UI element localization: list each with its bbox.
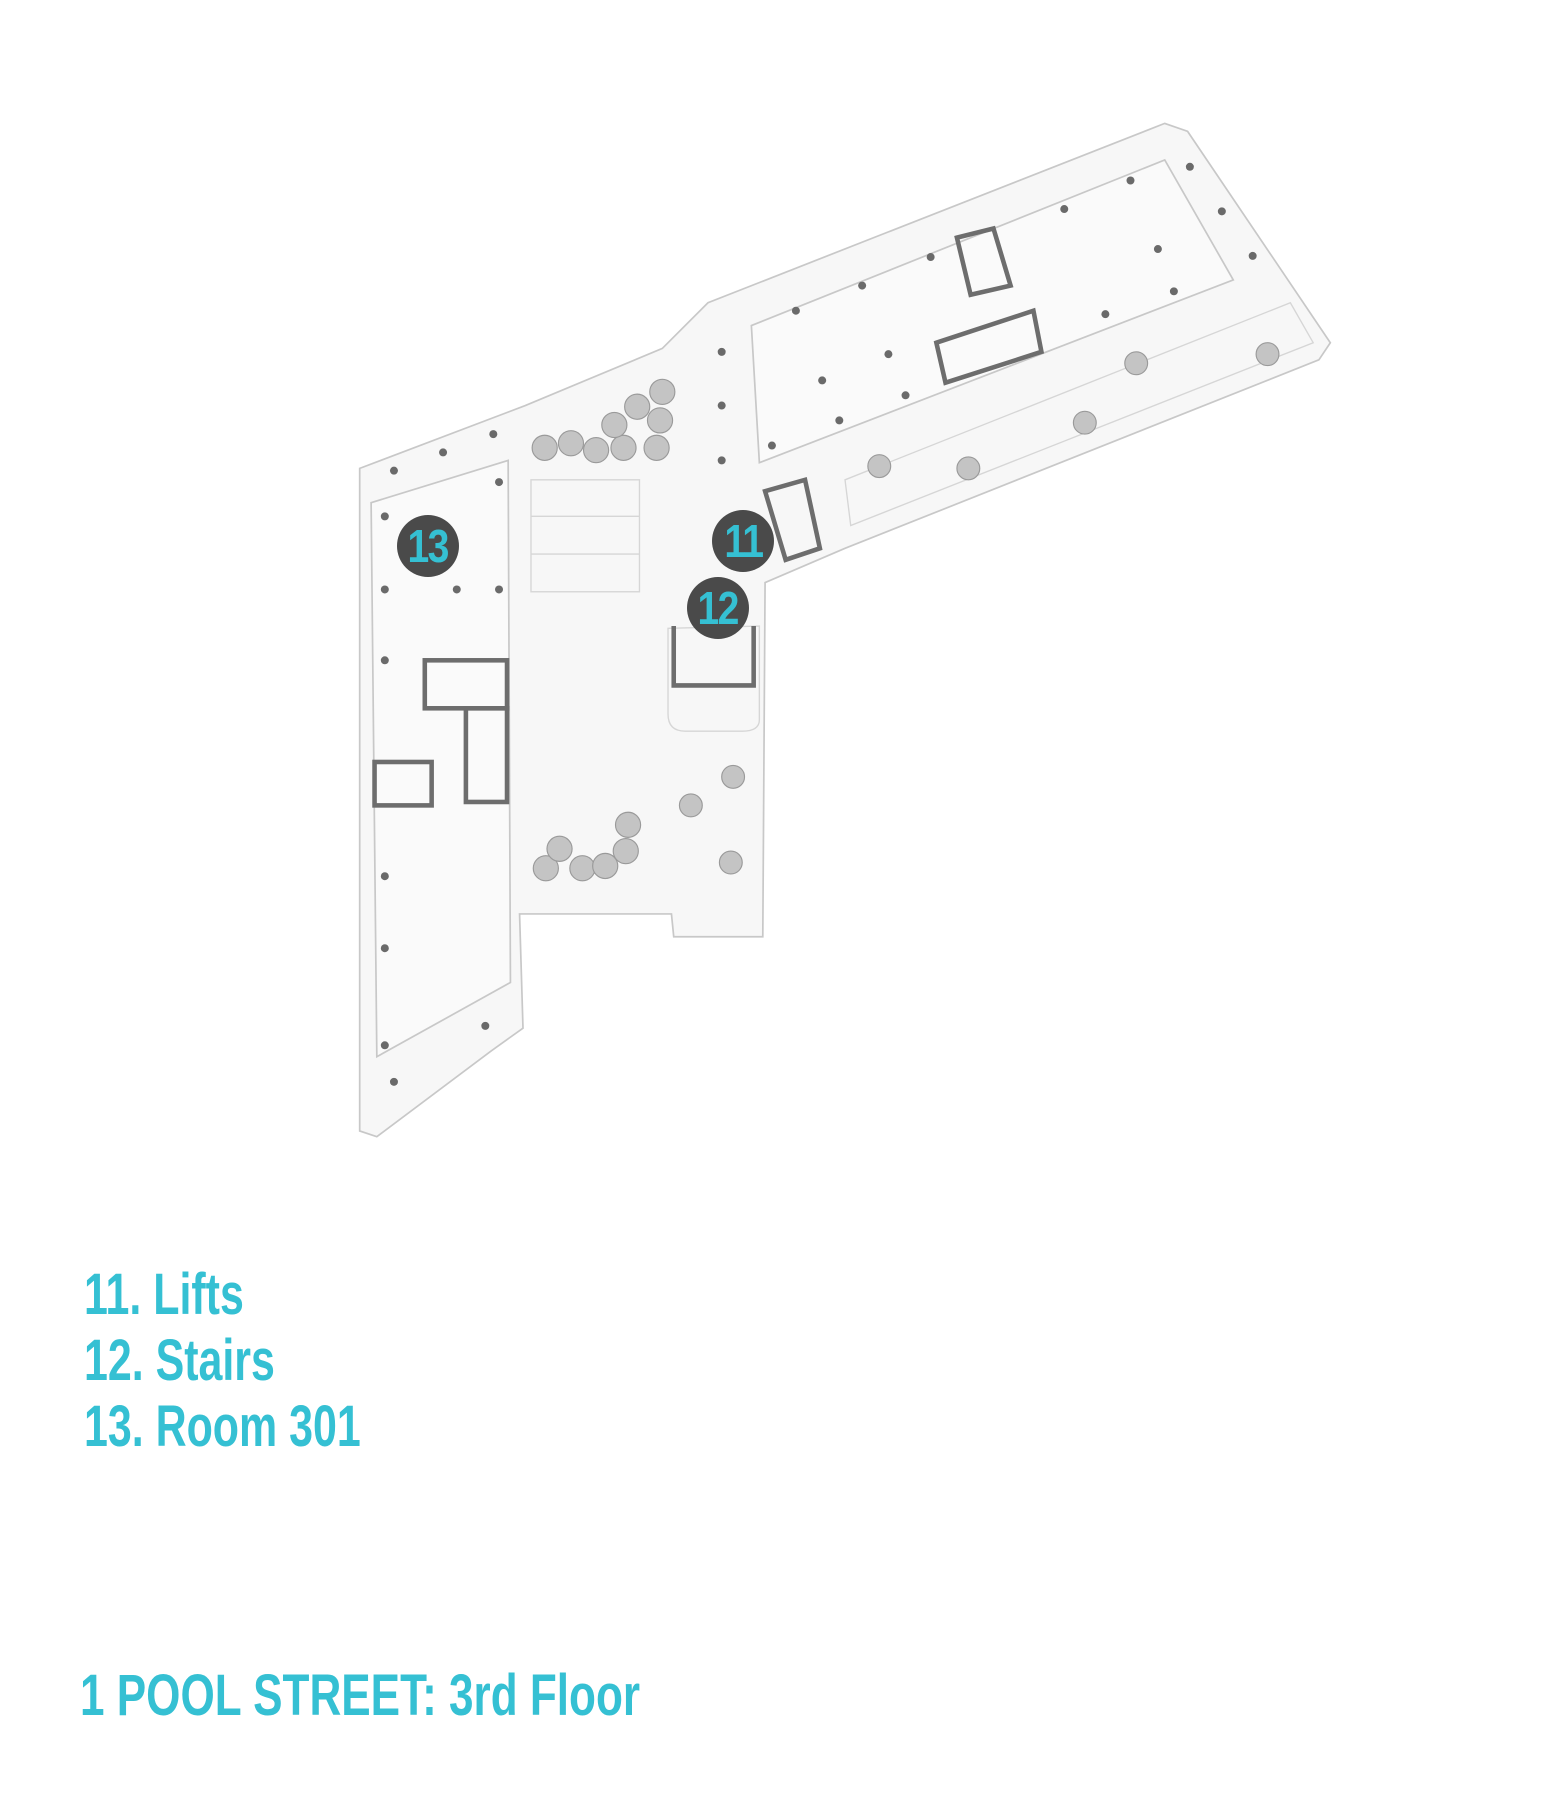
legend-item-room-301: 13. Room 301 xyxy=(84,1394,361,1459)
map-marker-lifts[interactable]: 11 xyxy=(712,510,774,572)
legend-item-stairs: 12. Stairs xyxy=(84,1328,275,1393)
map-marker-room-301[interactable]: 13 xyxy=(397,515,459,577)
marker-label: 11 xyxy=(724,515,764,567)
map-marker-stairs[interactable]: 12 xyxy=(687,577,749,639)
legend-item-lifts: 11. Lifts xyxy=(84,1262,244,1327)
page-title: 1 POOL STREET: 3rd Floor xyxy=(80,1663,641,1728)
marker-label: 12 xyxy=(697,582,740,634)
room-301-area xyxy=(370,459,512,1059)
marker-label: 13 xyxy=(407,520,450,572)
building-outline xyxy=(358,122,1332,1138)
east-office-area xyxy=(750,158,1235,464)
